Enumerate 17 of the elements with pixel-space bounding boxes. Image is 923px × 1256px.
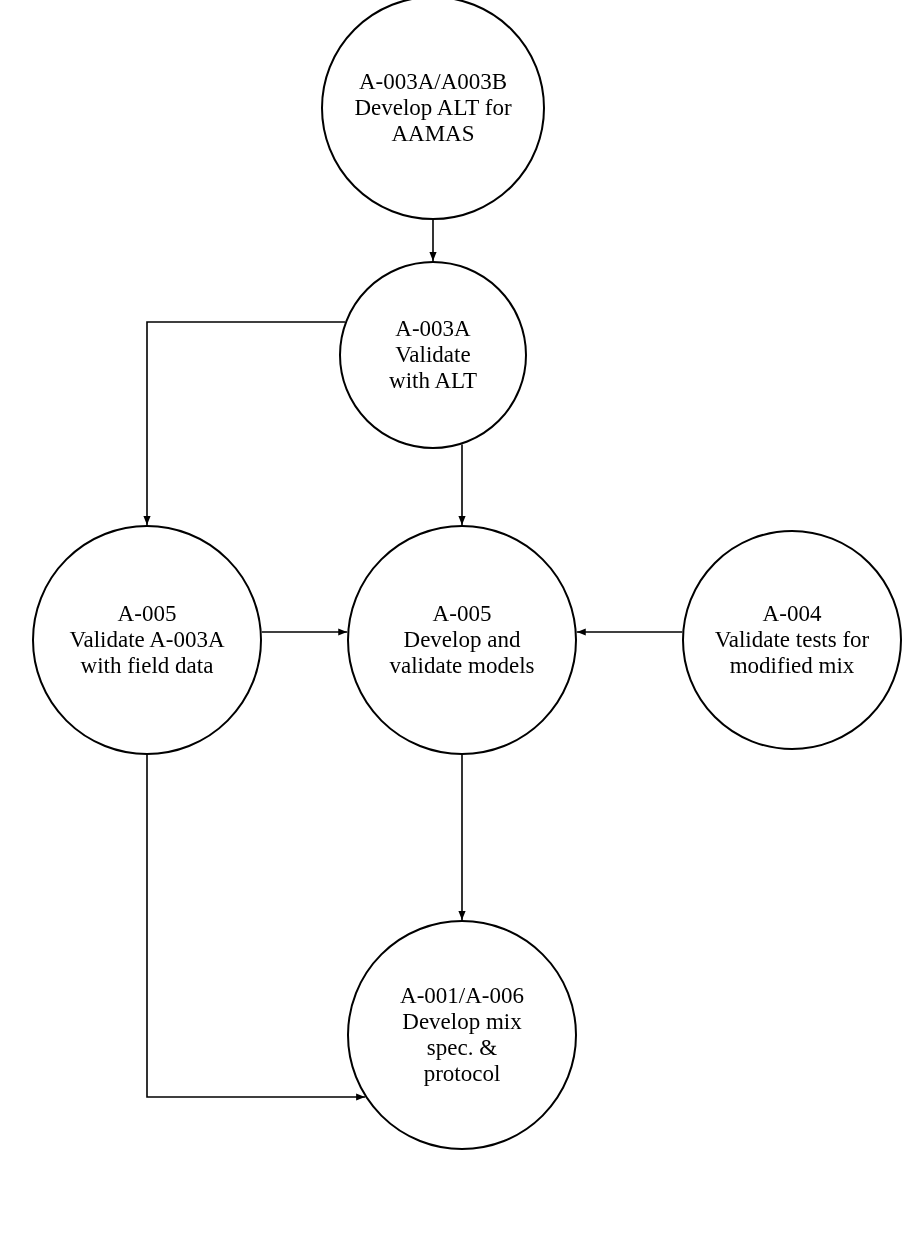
arrow [458,754,466,921]
node-label: Validate A-003A with field data [68,627,226,679]
node-label: Develop ALT for AAMAS [353,95,513,147]
node-code: A-003A [395,316,471,342]
arrow [458,443,466,526]
node-code: A-001/A-006 [400,983,524,1009]
node-label: Develop mix spec. & protocol [401,1009,523,1087]
arrow [146,754,366,1101]
node-code: A-004 [762,601,822,627]
arrow [429,219,437,262]
node-label: Validate tests for modified mix [713,627,871,679]
node-code: A-005 [117,601,177,627]
node-code: A-005 [432,601,492,627]
node-code: A-003A/A003B [358,69,508,95]
arrow [143,321,346,526]
node-label: Validate with ALT [388,342,478,394]
node-label: Develop and validate models [388,627,536,679]
